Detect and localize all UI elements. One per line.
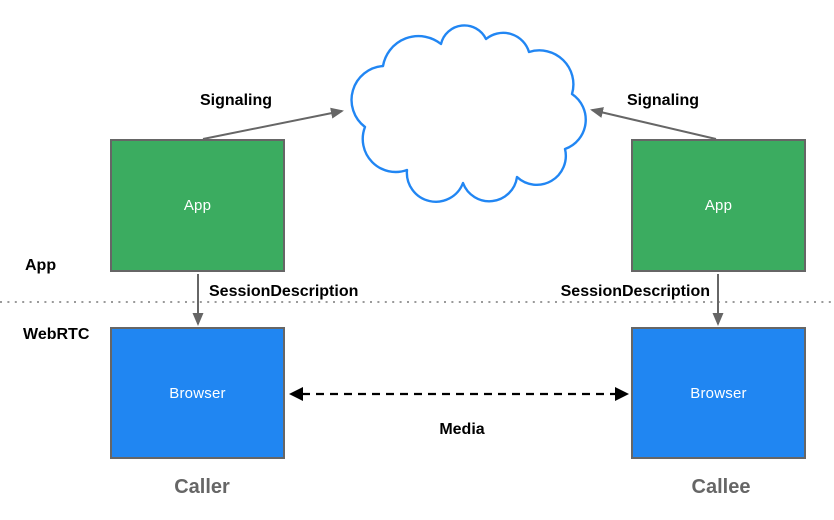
media-arrowhead-left <box>289 387 303 401</box>
signaling-left-arrow <box>202 107 344 140</box>
media-label: Media <box>439 421 485 438</box>
media-arrow <box>289 387 629 401</box>
signaling-cloud <box>350 24 587 203</box>
callee-browser-box: Browser <box>631 327 806 459</box>
caller-browser-label: Browser <box>169 384 226 402</box>
callee-app-box: App <box>631 139 806 272</box>
signaling-right-label: Signaling <box>627 92 699 109</box>
app-layer-label: App <box>25 257 57 274</box>
cloud-shape <box>350 24 587 203</box>
signaling-right-arrow <box>590 107 717 140</box>
session-description-right-label: SessionDescription <box>560 283 710 300</box>
session-description-left-label: SessionDescription <box>209 283 359 300</box>
callee-app-label: App <box>704 197 733 214</box>
callee-browser-label: Browser <box>690 384 747 402</box>
signaling-left-label: Signaling <box>200 92 272 109</box>
caller-app-box: App <box>110 139 285 272</box>
caller-app-label: App <box>183 197 212 214</box>
media-arrowhead-right <box>615 387 629 401</box>
webrtc-layer-label: WebRTC <box>23 326 90 343</box>
callee-caption: Callee <box>691 476 751 498</box>
caller-caption: Caller <box>174 476 230 498</box>
caller-browser-box: Browser <box>110 327 285 459</box>
